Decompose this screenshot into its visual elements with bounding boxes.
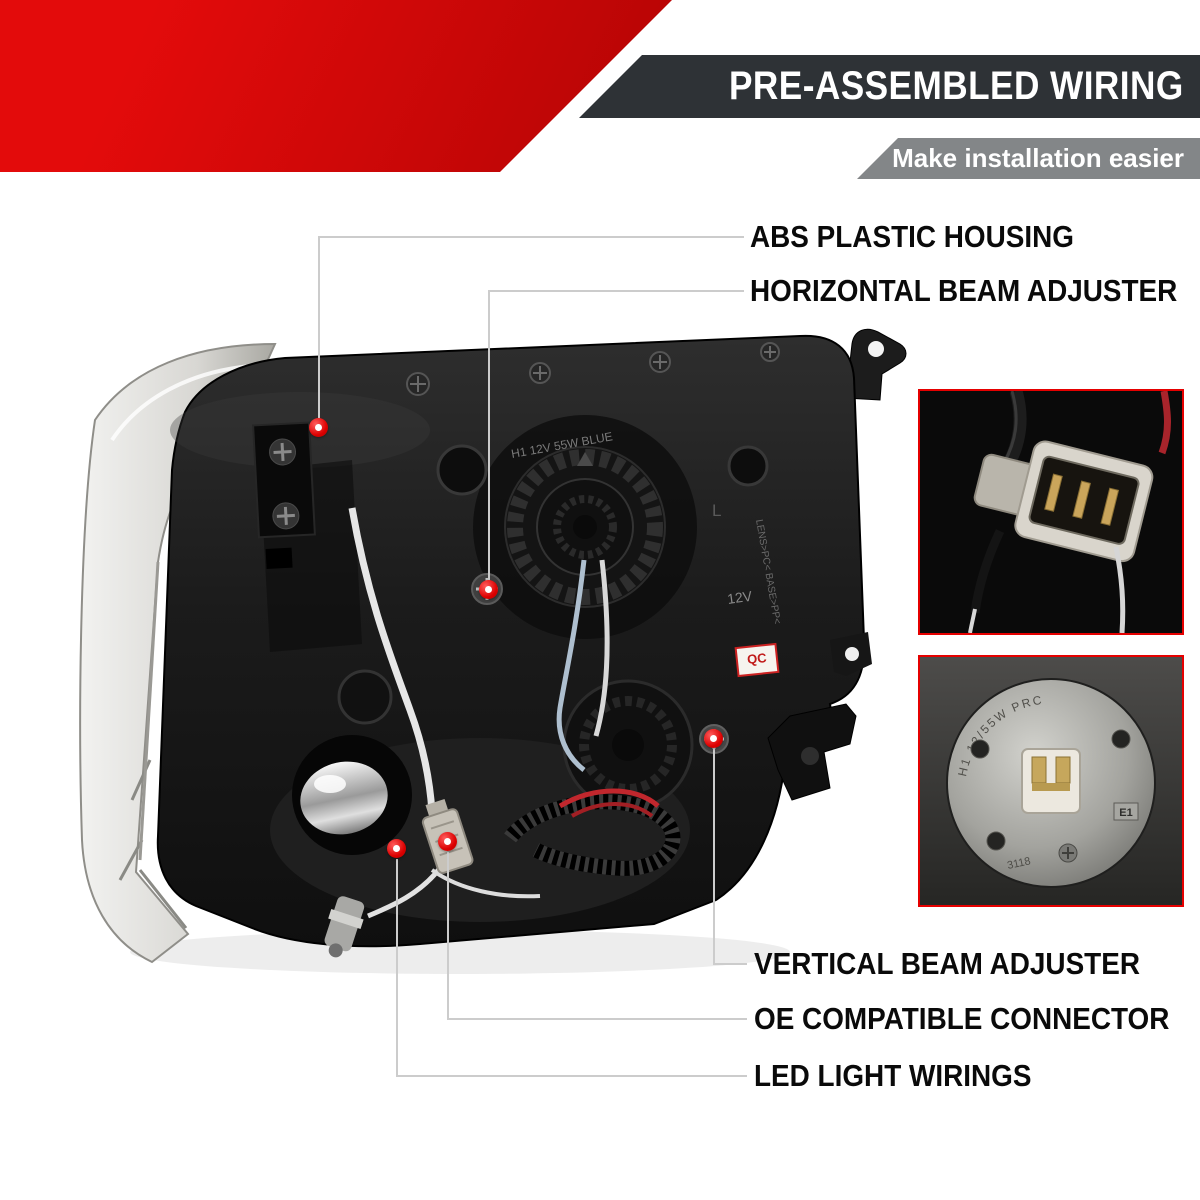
brass-bar (1032, 783, 1070, 791)
lens-material-text: LENS>PC< BASE>PP< (753, 519, 782, 626)
side-mark-text: L (712, 501, 721, 520)
stripped-wire-tip (968, 608, 977, 633)
lens-edge (79, 342, 277, 964)
callout-line (447, 852, 449, 1020)
black-lead-wire (970, 529, 1005, 614)
callout-line (713, 749, 715, 965)
qc-sticker-text: QC (746, 650, 768, 667)
red-wire (1158, 391, 1171, 455)
callout-line (447, 1018, 747, 1020)
callout-line (713, 963, 747, 965)
marker-oe-compatible-connector (438, 832, 457, 851)
callout-line (396, 1075, 747, 1077)
oe-connector-closeup-image (920, 391, 1182, 633)
h1-bulb-base-closeup-image: H1 12/55W PRC E1 3118 (920, 657, 1182, 905)
chrome-reflector (292, 735, 412, 855)
brass-contact (1031, 756, 1047, 784)
marker-abs-plastic-housing (309, 418, 328, 437)
callout-line (318, 236, 320, 420)
voltage-text: 12V (726, 588, 754, 607)
callout-label-vertical-beam-adjuster: VERTICAL BEAM ADJUSTER (754, 946, 1140, 981)
mounting-bracket-left (252, 421, 316, 569)
connector-shell (973, 440, 1154, 563)
inset-h1-bulb-base: H1 12/55W PRC E1 3118 (918, 655, 1184, 907)
main-bulb-cap (504, 446, 666, 608)
title-banner-text: PRE-ASSEMBLED WIRING (729, 64, 1184, 108)
e-mark-text: E1 (1119, 807, 1132, 819)
inset-oe-connector (918, 389, 1184, 635)
title-banner: PRE-ASSEMBLED WIRING (579, 55, 1200, 118)
marker-led-light-wirings (387, 839, 406, 858)
callout-line (396, 859, 398, 1077)
qc-sticker: QC (734, 642, 780, 678)
lower-bulb-cap (562, 679, 694, 811)
housing-screws (406, 342, 780, 396)
white-lead-wire (1113, 546, 1126, 633)
brass-contact (1055, 756, 1071, 784)
red-accent-ribbon (0, 0, 672, 172)
callout-label-abs-plastic-housing: ABS PLASTIC HOUSING (750, 219, 1074, 254)
marker-vertical-beam-adjuster (704, 729, 723, 748)
small-bulb-caps (337, 444, 769, 725)
callout-label-led-light-wirings: LED LIGHT WIRINGS (754, 1058, 1032, 1093)
bulb-print-text: H1 12V 55W BLUE (510, 429, 614, 461)
bulb-stamp-text: 3118 (1006, 855, 1032, 872)
base-hole (970, 739, 990, 759)
ceramic-insulator (1021, 748, 1081, 814)
photo-shadow (130, 930, 790, 974)
e-mark-plate (1113, 802, 1139, 821)
callout-label-horizontal-beam-adjuster: HORIZONTAL BEAM ADJUSTER (750, 273, 1178, 308)
base-hole (986, 831, 1006, 851)
callout-line (488, 290, 744, 292)
subtitle-banner-text: Make installation easier (892, 143, 1184, 173)
callout-line (318, 236, 744, 238)
callout-line (488, 290, 490, 582)
subtitle-banner: Make installation easier (857, 138, 1200, 179)
callout-label-oe-compatible-connector: OE COMPATIBLE CONNECTOR (754, 1001, 1170, 1036)
marker-horizontal-beam-adjuster (479, 580, 498, 599)
mounting-tab-top (845, 328, 907, 401)
base-hole (1111, 729, 1131, 749)
side-bulb-holder (324, 896, 365, 958)
abs-housing-body (156, 334, 872, 948)
